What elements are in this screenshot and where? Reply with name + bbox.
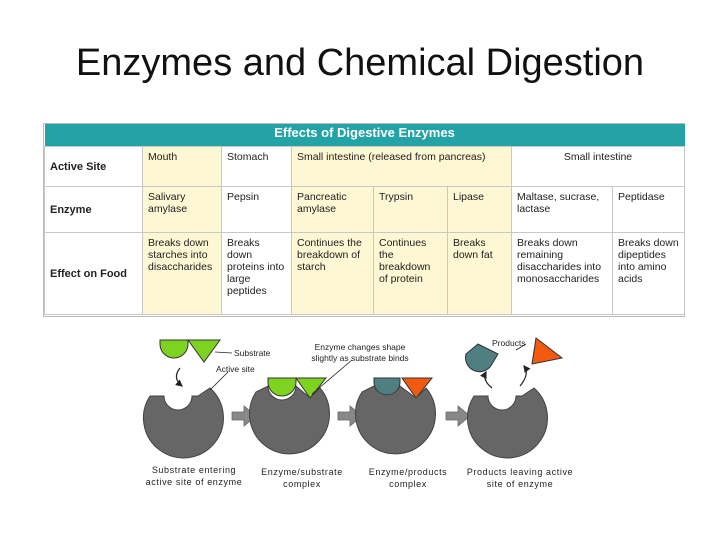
effect-cell: Breaks down dipeptides into amino acids xyxy=(612,232,685,315)
stage-4-products-leaving xyxy=(465,337,564,459)
table-banner: Effects of Digestive Enzymes xyxy=(44,124,685,147)
effect-cell: Breaks down starches into disaccharides xyxy=(142,232,222,315)
step-arrow-icon xyxy=(445,405,471,427)
caption-stage-1: Substrate entering active site of enzyme xyxy=(145,465,243,487)
caption-stage-2: Enzyme/substrate complex xyxy=(261,467,343,489)
stage-2-enzyme-substrate xyxy=(249,359,353,455)
enzyme-cell: Pepsin xyxy=(221,186,292,233)
diagram-graphic xyxy=(143,337,564,459)
enzyme-cell: Peptidase xyxy=(612,186,685,233)
slide-title: Enzymes and Chemical Digestion xyxy=(75,42,645,84)
enzyme-cell: Maltase, sucrase, lactase xyxy=(511,186,613,233)
row-label-effect: Effect on Food xyxy=(44,232,143,315)
site-cell: Mouth xyxy=(142,146,222,187)
enzyme-cell: Trypsin xyxy=(373,186,448,233)
enzyme-cell: Salivary amylase xyxy=(142,186,222,233)
enzyme-shape xyxy=(355,385,436,455)
substrate-half-circle xyxy=(159,339,189,359)
substrate-triangle xyxy=(187,339,221,363)
bound-substrate-triangle xyxy=(295,377,328,399)
enzyme-shape xyxy=(143,387,224,459)
stage-1-substrate-entering xyxy=(143,339,233,459)
effect-cell: Breaks down proteins into large peptides xyxy=(221,232,292,315)
site-cell: Small intestine xyxy=(511,146,685,187)
enzyme-table: Effects of Digestive Enzymes Active Site… xyxy=(43,123,685,317)
site-cell: Small intestine (released from pancreas) xyxy=(291,146,512,187)
enzyme-shape xyxy=(249,384,330,455)
caption-stage-4: Products leaving active site of enzyme xyxy=(466,467,574,489)
effect-cell: Continues the breakdown of starch xyxy=(291,232,374,315)
leaving-arrow-right-icon xyxy=(519,365,531,387)
label-shape-change: Enzyme changes shape slightly as substra… xyxy=(311,342,409,363)
entering-arrow-icon xyxy=(175,367,183,387)
effect-cell: Breaks down fat xyxy=(447,232,512,315)
enzyme-cell: Lipase xyxy=(447,186,512,233)
row-label-enzyme: Enzyme xyxy=(44,186,143,233)
stage-3-enzyme-products xyxy=(355,377,436,455)
enzyme-action-diagram: Substrate Active site Enzyme changes sha… xyxy=(120,330,600,510)
released-product-triangle xyxy=(531,337,564,365)
label-substrate: Substrate xyxy=(234,348,271,358)
label-products: Products xyxy=(492,338,526,348)
effect-cell: Continues the breakdown of protein xyxy=(373,232,448,315)
product-triangle xyxy=(401,377,434,399)
site-cell: Stomach xyxy=(221,146,292,187)
released-product-half-circle xyxy=(465,343,499,373)
enzyme-cell: Pancreatic amylase xyxy=(291,186,374,233)
label-active-site: Active site xyxy=(216,364,255,374)
bound-substrate-half-circle xyxy=(267,377,297,397)
row-label-active-site: Active Site xyxy=(44,146,143,187)
effect-cell: Breaks down remaining disaccharides into… xyxy=(511,232,613,315)
enzyme-shape xyxy=(467,387,548,459)
leaving-arrow-left-icon xyxy=(480,370,493,389)
caption-stage-3: Enzyme/products complex xyxy=(368,467,448,489)
